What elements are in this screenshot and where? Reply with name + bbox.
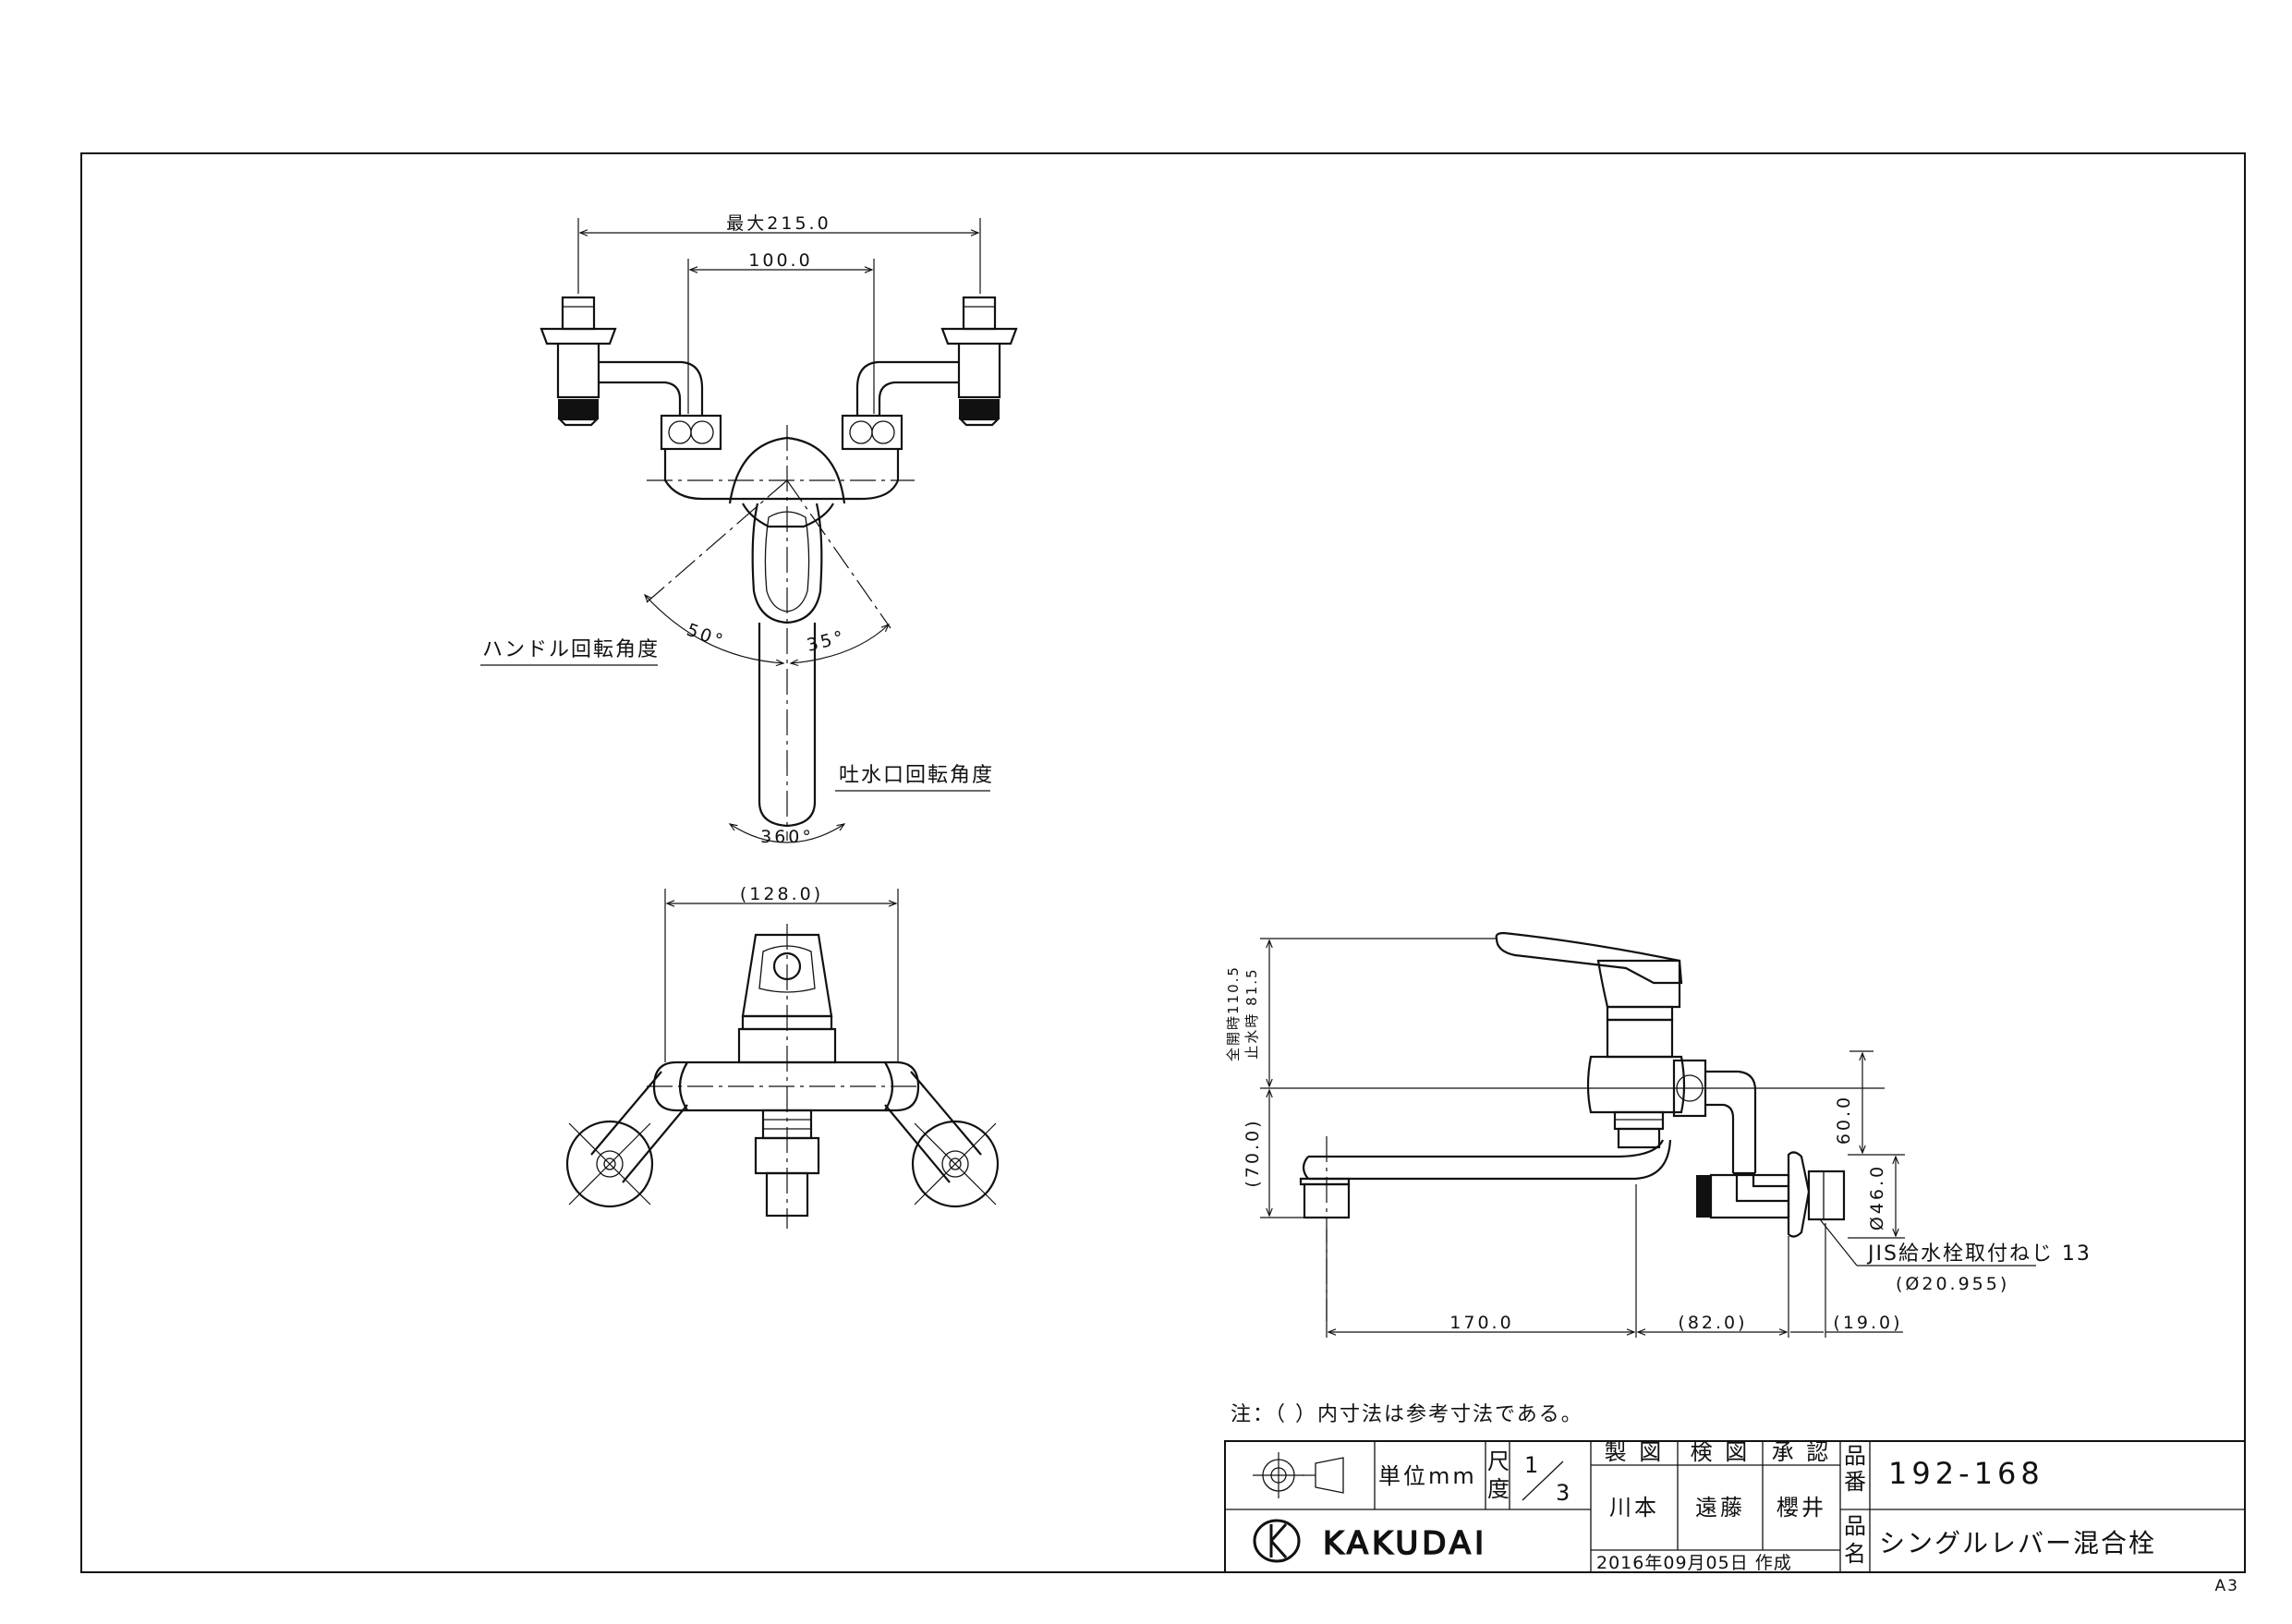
lever-side	[1495, 931, 1683, 1009]
handle-angle-right-text: 35°	[805, 626, 848, 656]
scale-label-2: 度	[1487, 1476, 1512, 1502]
dim-spout-reach-text: 170.0	[1449, 1313, 1513, 1333]
handle-rotation-label-text: ハンドル回転角度	[482, 638, 660, 661]
dim-body-offset-text: (82.0)	[1678, 1313, 1747, 1333]
left-inlet-top	[540, 296, 704, 427]
side-view: 全開時110.5 止水時 81.5 (70.0)	[1225, 931, 2092, 1338]
dim-center-distance: 100.0	[687, 250, 875, 414]
part-no-label-2: 番	[1844, 1469, 1869, 1495]
company-logotype: KAKUDAI	[1323, 1525, 1487, 1562]
kakudai-logo: KAKUDAI	[1253, 1519, 1487, 1563]
product-name: シングルレバー混合栓	[1879, 1528, 2156, 1558]
dim-height-70-text: (70.0)	[1243, 1118, 1263, 1187]
dim-max-width-text: 最大215.0	[726, 213, 831, 234]
part-number: 192-168	[1888, 1456, 2044, 1491]
scale-denominator: 3	[1556, 1480, 1572, 1506]
spout-rotation-label: 吐水口回転角度	[835, 764, 994, 792]
dim-max-width: 最大215.0	[577, 213, 981, 294]
dim-height-stop-text: 止水時 81.5	[1243, 967, 1260, 1059]
unit-label: 単位mm	[1378, 1463, 1477, 1489]
checked-label: 検 図	[1691, 1439, 1751, 1465]
drawing-frame	[80, 152, 2246, 1573]
reference-dimension-note: 注：（ ）内寸法は参考寸法である。	[1231, 1403, 1583, 1426]
dim-width-128: (128.0)	[664, 884, 899, 1062]
title-block: 単位mm 尺 度 1 3 製 図 検 図 承 認 川本 遠藤 櫻井 2016年0…	[1224, 1439, 2246, 1573]
thread-spec-text: JIS給水栓取付ねじ 13	[1866, 1242, 2092, 1266]
front-view: (128.0)	[565, 884, 1000, 1229]
name-label-1: 品	[1844, 1513, 1869, 1539]
dim-center-distance-text: 100.0	[748, 250, 812, 271]
handle-angle-indicator: 50° 35°	[643, 479, 891, 667]
drawing-date: 2016年09月05日 作成	[1596, 1553, 1792, 1573]
thread-dia-text: (Ø20.955)	[1896, 1274, 2009, 1294]
cartridge-side	[1586, 1005, 1686, 1149]
union-side	[1672, 1059, 1789, 1203]
checked-by: 遠藤	[1695, 1495, 1745, 1521]
approved-by: 櫻井	[1777, 1495, 1826, 1521]
name-label-2: 名	[1844, 1541, 1869, 1567]
dim-right-side: 60.0 Ø46.0	[1834, 1050, 1905, 1239]
sheet-size: A3	[2215, 1577, 2239, 1595]
part-no-label-1: 品	[1844, 1443, 1869, 1469]
approved-label: 承 認	[1772, 1439, 1832, 1465]
mixer-body-top	[647, 436, 915, 528]
right-inlet-top	[855, 296, 1018, 427]
handle-angle-left-text: 50°	[684, 620, 728, 652]
handle-rotation-label: ハンドル回転角度	[480, 638, 660, 666]
body-front	[647, 1060, 924, 1112]
spout-angle-text: 360°	[760, 827, 814, 847]
dim-bottom-side: 170.0 (82.0) (19.0)	[1326, 1184, 1903, 1338]
made-label: 製 図	[1605, 1439, 1665, 1465]
spout-front	[754, 924, 820, 1229]
third-angle-projection-icon	[1253, 1452, 1344, 1498]
spout-side	[1299, 1136, 1672, 1321]
dim-width-128-text: (128.0)	[740, 884, 823, 904]
spout-top	[758, 425, 817, 841]
dim-inlet-length-text: (19.0)	[1833, 1313, 1902, 1333]
legs-front	[565, 1071, 1000, 1208]
dim-height-60-text: 60.0	[1834, 1095, 1854, 1145]
inlet-fitting-side	[1696, 1151, 1846, 1238]
thread-callout: JIS給水栓取付ねじ 13 (Ø20.955)	[1819, 1218, 2092, 1294]
dim-dia-46-text: Ø46.0	[1867, 1164, 1887, 1230]
scale-label-1: 尺	[1487, 1448, 1512, 1474]
dim-height-total-text: 全開時110.5	[1225, 965, 1242, 1061]
top-view: 最大215.0 100.0	[480, 213, 1018, 847]
spout-rotation-label-text: 吐水口回転角度	[839, 764, 994, 787]
dim-heights: 全開時110.5 止水時 81.5 (70.0)	[1225, 938, 1885, 1218]
union-nuts-top	[660, 414, 903, 451]
made-by: 川本	[1609, 1495, 1659, 1521]
spout-angle-indicator: 360°	[728, 823, 846, 847]
scale-numerator: 1	[1524, 1452, 1541, 1478]
